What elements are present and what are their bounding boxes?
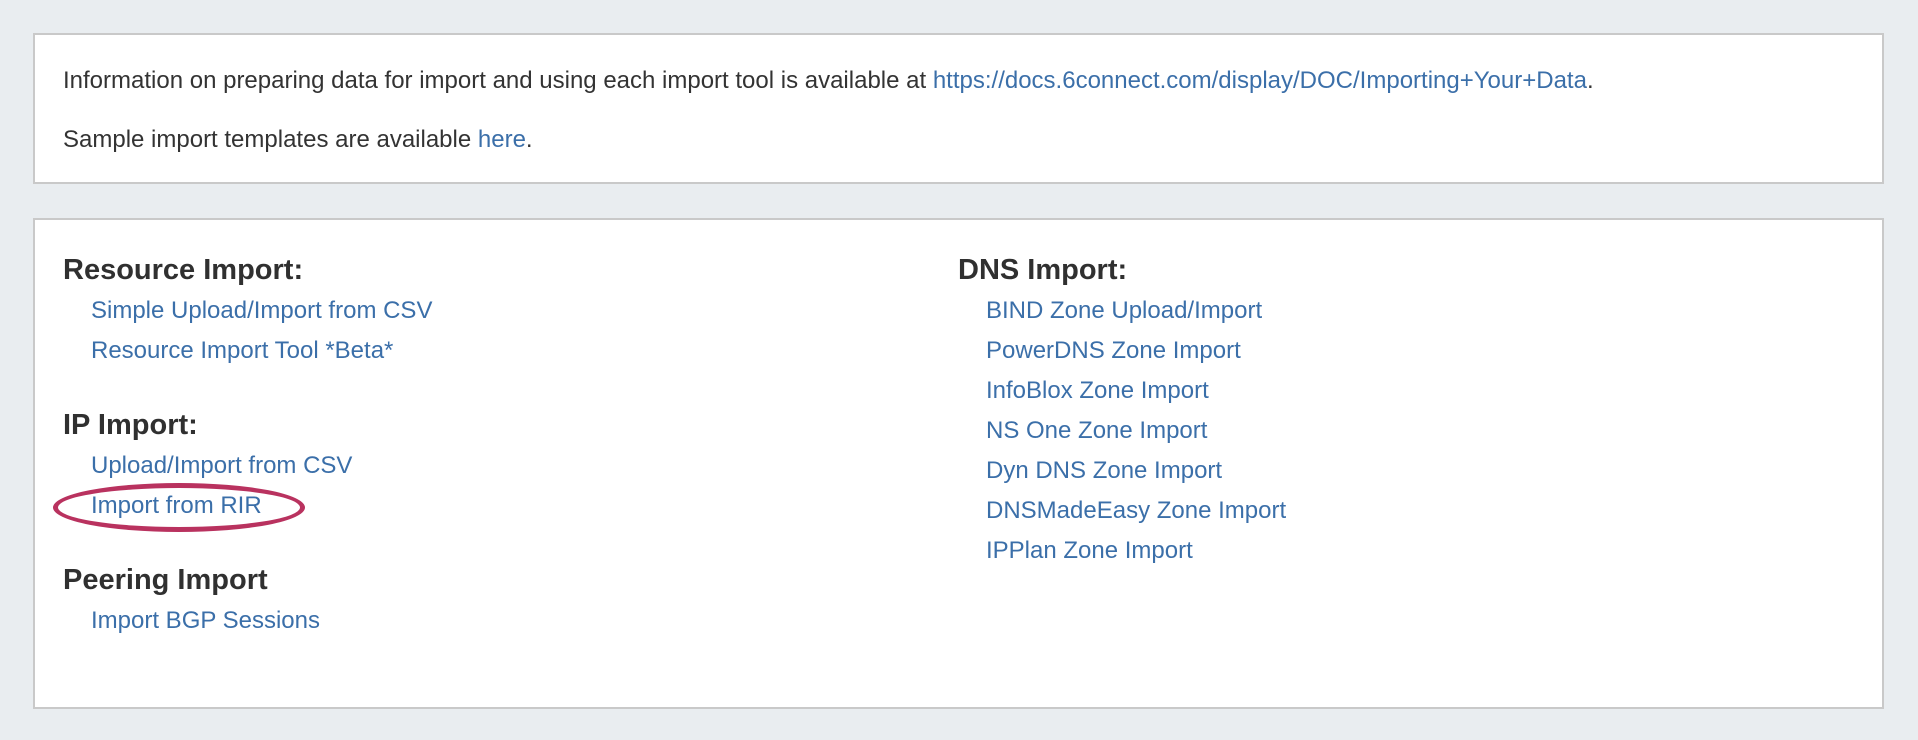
link-infoblox-zone-import[interactable]: InfoBlox Zone Import: [986, 377, 1209, 404]
info-panel: Information on preparing data for import…: [33, 33, 1884, 184]
link-ipplan-zone-import[interactable]: IPPlan Zone Import: [986, 537, 1193, 564]
dns-import-section: DNS Import: BIND Zone Upload/Import Powe…: [958, 255, 1854, 571]
templates-here-link[interactable]: here: [477, 126, 526, 153]
list-item: Dyn DNS Zone Import: [986, 451, 1854, 491]
ip-import-links: Upload/Import from CSV Import from RIR: [53, 446, 958, 532]
list-item: Import BGP Sessions: [91, 601, 958, 641]
info-line-1: Information on preparing data for import…: [63, 66, 1854, 95]
resource-import-heading: Resource Import:: [63, 254, 304, 286]
info-line-1-period: .: [1586, 67, 1594, 94]
list-item: PowerDNS Zone Import: [986, 331, 1854, 371]
link-simple-upload-import-csv[interactable]: Simple Upload/Import from CSV: [91, 297, 433, 324]
list-item: Resource Import Tool *Beta*: [91, 331, 958, 371]
list-item: NS One Zone Import: [986, 411, 1854, 451]
ip-import-heading: IP Import:: [63, 409, 198, 441]
list-item: DNSMadeEasy Zone Import: [986, 491, 1854, 531]
ip-import-section: IP Import: Upload/Import from CSV Import…: [53, 409, 958, 532]
resource-import-section: Resource Import: Simple Upload/Import fr…: [63, 255, 958, 371]
link-resource-import-tool-beta[interactable]: Resource Import Tool *Beta*: [91, 337, 394, 364]
right-column: DNS Import: BIND Zone Upload/Import Powe…: [958, 255, 1854, 707]
list-item: Import from RIR: [53, 483, 958, 532]
link-bind-zone-upload-import[interactable]: BIND Zone Upload/Import: [986, 297, 1263, 324]
info-line-2-text: Sample import templates are available: [63, 126, 478, 153]
link-dyn-dns-zone-import[interactable]: Dyn DNS Zone Import: [986, 457, 1223, 484]
info-line-2-period: .: [525, 126, 533, 153]
link-import-from-rir[interactable]: Import from RIR: [91, 492, 262, 519]
docs-url-link[interactable]: https://docs.6connect.com/display/DOC/Im…: [932, 67, 1587, 94]
link-powerdns-zone-import[interactable]: PowerDNS Zone Import: [986, 337, 1241, 364]
list-item: IPPlan Zone Import: [986, 531, 1854, 571]
link-upload-import-from-csv[interactable]: Upload/Import from CSV: [91, 452, 353, 479]
list-item: BIND Zone Upload/Import: [986, 291, 1854, 331]
list-item: InfoBlox Zone Import: [986, 371, 1854, 411]
dns-import-heading: DNS Import:: [958, 254, 1128, 286]
link-ns-one-zone-import[interactable]: NS One Zone Import: [986, 417, 1208, 444]
link-import-bgp-sessions[interactable]: Import BGP Sessions: [91, 607, 320, 634]
dns-import-links: BIND Zone Upload/Import PowerDNS Zone Im…: [958, 291, 1854, 571]
link-dnsmadeeasy-zone-import[interactable]: DNSMadeEasy Zone Import: [986, 497, 1287, 524]
peering-import-heading: Peering Import: [63, 564, 268, 596]
list-item: Simple Upload/Import from CSV: [91, 291, 958, 331]
info-line-2: Sample import templates are available he…: [63, 125, 1854, 154]
list-item: Upload/Import from CSV: [91, 446, 958, 486]
peering-import-links: Import BGP Sessions: [63, 601, 958, 641]
peering-import-section: Peering Import Import BGP Sessions: [63, 565, 958, 641]
left-column: Resource Import: Simple Upload/Import fr…: [53, 255, 958, 707]
info-line-1-text: Information on preparing data for import…: [63, 67, 933, 94]
resource-import-links: Simple Upload/Import from CSV Resource I…: [63, 291, 958, 371]
import-panel: Resource Import: Simple Upload/Import fr…: [33, 218, 1884, 709]
